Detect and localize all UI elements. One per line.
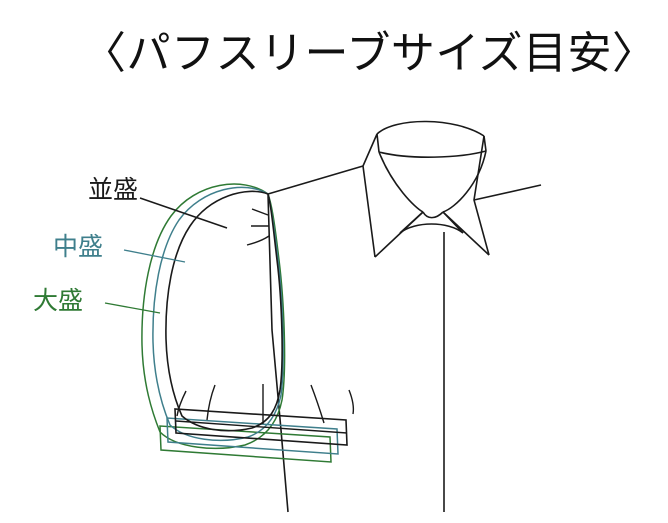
shoulder-seam-left: [267, 165, 364, 195]
sleeve-curve-medium: [152, 186, 284, 442]
cuff-band-normal: [174, 408, 348, 446]
collar-leaf-left-outer: [362, 133, 378, 258]
collar-knot-bottom: [399, 223, 464, 234]
label-large: 大盛: [33, 286, 83, 315]
leader-lines: [104, 197, 228, 314]
collar-knot-top: [422, 211, 444, 219]
shirt-body: [267, 165, 542, 513]
cuff-band-large: [159, 425, 332, 463]
gather-tick-3: [246, 235, 270, 246]
sleeve-curve-normal: [165, 190, 283, 432]
gather-fold-1: [176, 390, 187, 417]
side-seam-left: [267, 193, 289, 513]
sleeve-outline-medium: [152, 186, 339, 455]
leader-line-normal: [139, 197, 228, 229]
shirt-collar: [362, 120, 490, 258]
label-medium: 中盛: [53, 232, 103, 261]
collar-leaf-left-inner: [378, 151, 424, 213]
shoulder-seam-right: [473, 184, 542, 201]
collar-knot-left: [399, 211, 424, 234]
sleeve-outline-large: [141, 183, 332, 463]
gather-fold-2: [206, 384, 216, 421]
collar-band-top: [376, 120, 485, 137]
leader-line-large: [104, 302, 161, 314]
gather-fold-5: [348, 389, 355, 415]
collar-band-edge-left: [376, 133, 380, 153]
sleeve-outline-normal: [165, 190, 348, 446]
sleeve-curve-large: [141, 183, 286, 450]
page-title: 〈パフスリーブサイズ目安〉: [82, 28, 657, 79]
collar-leaf-right-outer: [473, 135, 490, 256]
cuff-band-divider: [175, 420, 348, 434]
cuff-band-medium: [166, 417, 339, 455]
collar-knot-right: [442, 211, 464, 234]
collar-band-bottom: [378, 150, 487, 158]
leader-line-medium: [123, 249, 186, 263]
gather-tick-1: [251, 208, 269, 216]
sleeve-cap-gather-marks: [246, 208, 270, 246]
collar-leaf-right-inner: [442, 150, 487, 213]
gather-fold-4: [310, 384, 325, 424]
sleeve-gathers: [176, 384, 355, 424]
label-normal: 並盛: [88, 175, 138, 204]
